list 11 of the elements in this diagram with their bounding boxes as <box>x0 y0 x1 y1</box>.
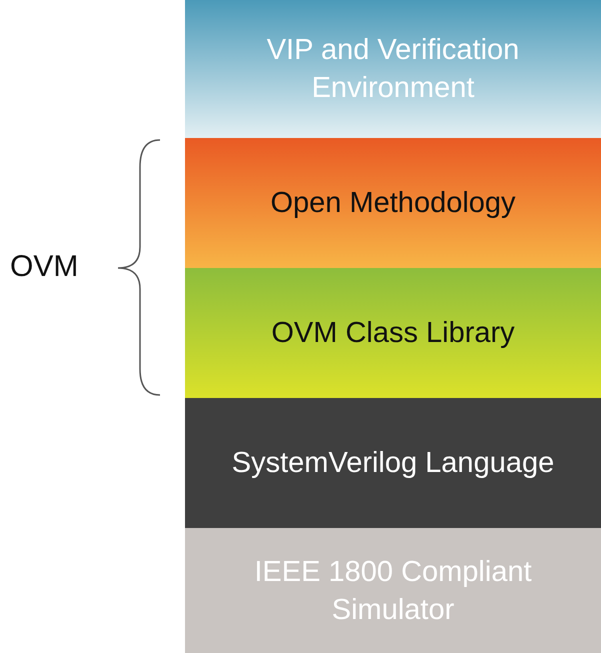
simulator-layer <box>185 528 601 653</box>
layer-title: VIP and Verification Environment <box>266 33 520 106</box>
layer-title: SystemVerilog Language <box>232 446 554 481</box>
methodology-layer <box>185 138 601 268</box>
environment-layer <box>185 0 601 138</box>
layer-title: Open Methodology <box>270 186 516 221</box>
layer-title: IEEE 1800 Compliant Simulator <box>253 554 533 628</box>
language-layer <box>185 398 601 528</box>
layer-title: OVM Class Library <box>271 316 515 351</box>
group-label: OVM <box>10 250 78 284</box>
class-library-layer <box>185 268 601 398</box>
